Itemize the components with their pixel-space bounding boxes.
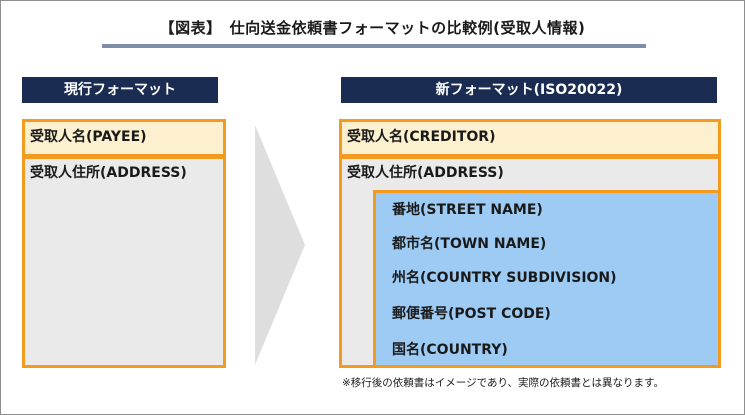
new-address-field: 受取人住所(ADDRESS): [347, 165, 504, 181]
post-code-field: 郵便番号(POST CODE): [392, 306, 551, 322]
street-name-field: 番地(STREET NAME): [392, 202, 543, 218]
current-payee-field: 受取人名(PAYEE): [30, 129, 147, 145]
town-name-field: 都市名(TOWN NAME): [392, 236, 547, 252]
new-format-header: 新フォーマット(ISO20022): [341, 77, 717, 103]
new-creditor-field: 受取人名(CREDITOR): [347, 129, 496, 145]
country-field: 国名(COUNTRY): [392, 342, 508, 358]
transition-arrow-icon: [255, 125, 305, 365]
title-underline: [102, 44, 646, 48]
address-subfields-panel: [373, 190, 718, 365]
address-subfields-box: [373, 190, 721, 368]
current-format-header: 現行フォーマット: [22, 77, 218, 103]
current-format-panel: [22, 119, 226, 368]
current-payee-box: [22, 119, 226, 157]
footnote: ※移行後の依頼書はイメージであり、実際の依頼書とは異なります。: [342, 377, 665, 389]
current-address-field: 受取人住所(ADDRESS): [30, 165, 187, 181]
current-address-box: [22, 156, 226, 368]
new-creditor-box: [339, 119, 721, 157]
country-subdivision-field: 州名(COUNTRY SUBDIVISION): [392, 270, 617, 286]
figure-title: 【図表】 仕向送金依頼書フォーマットの比較例(受取人情報): [159, 19, 586, 37]
